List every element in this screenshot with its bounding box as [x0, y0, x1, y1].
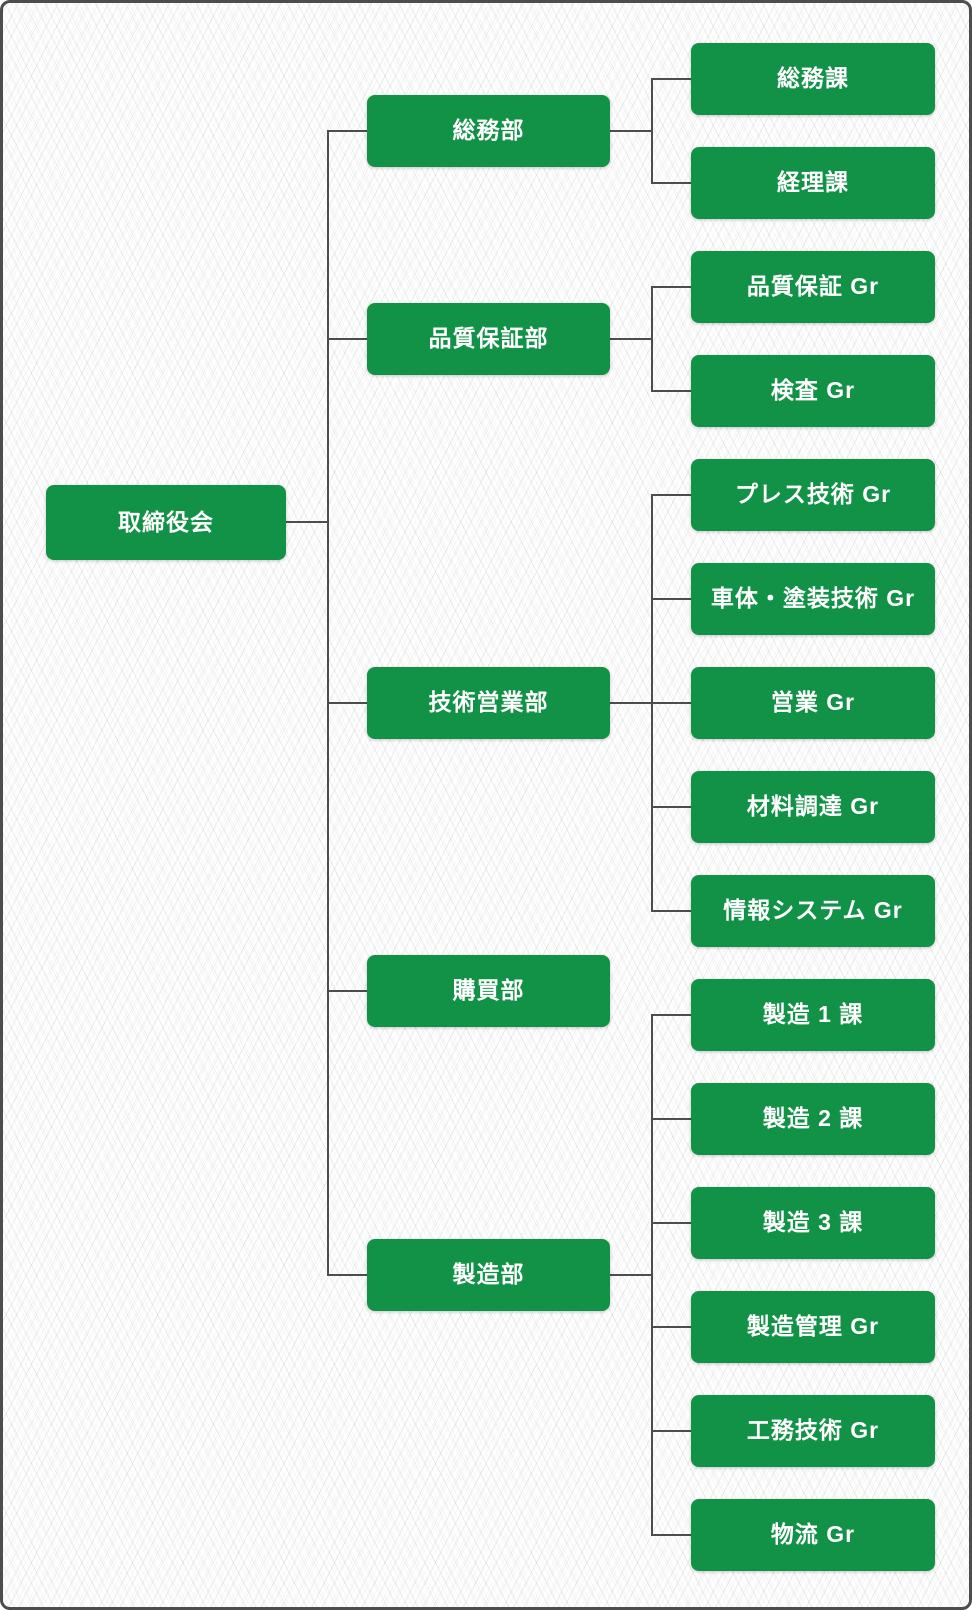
child-connector-line	[651, 286, 691, 288]
child-connector-line	[651, 1222, 691, 1224]
node-dept-manufacturing: 製造部	[367, 1239, 610, 1311]
child-connector-line	[651, 910, 691, 912]
node-dept-quality-assurance: 品質保証部	[367, 303, 610, 375]
child-connector-line	[651, 1118, 691, 1120]
group-connector-line	[609, 1274, 652, 1276]
child-connector-line	[651, 390, 691, 392]
node-sales-group: 営業 Gr	[691, 667, 935, 739]
group-connector-line	[609, 702, 652, 704]
root-connector-line	[285, 521, 328, 523]
node-general-affairs-section: 総務課	[691, 43, 935, 115]
node-manufacturing-section-2: 製造 2 課	[691, 1083, 935, 1155]
node-press-technology-group: プレス技術 Gr	[691, 459, 935, 531]
group-connector-line	[609, 130, 652, 132]
node-manufacturing-section-3: 製造 3 課	[691, 1187, 935, 1259]
node-quality-assurance-group: 品質保証 Gr	[691, 251, 935, 323]
dept-connector-line	[327, 1274, 368, 1276]
child-connector-line	[651, 598, 691, 600]
node-dept-general-affairs: 総務部	[367, 95, 610, 167]
node-dept-technical-sales: 技術営業部	[367, 667, 610, 739]
group-trunk-line	[651, 286, 653, 392]
node-manufacturing-section-1: 製造 1 課	[691, 979, 935, 1051]
node-body-paint-technology-group: 車体・塗装技術 Gr	[691, 563, 935, 635]
node-material-procurement-group: 材料調達 Gr	[691, 771, 935, 843]
child-connector-line	[651, 1014, 691, 1016]
node-board-of-directors: 取締役会	[46, 485, 286, 560]
node-accounting-section: 経理課	[691, 147, 935, 219]
dept-connector-line	[327, 130, 368, 132]
node-manufacturing-management-group: 製造管理 Gr	[691, 1291, 935, 1363]
node-inspection-group: 検査 Gr	[691, 355, 935, 427]
node-dept-purchasing: 購買部	[367, 955, 610, 1027]
node-engineering-technology-group: 工務技術 Gr	[691, 1395, 935, 1467]
dept-connector-line	[327, 990, 368, 992]
node-information-systems-group: 情報システム Gr	[691, 875, 935, 947]
node-logistics-group: 物流 Gr	[691, 1499, 935, 1571]
dept-connector-line	[327, 702, 368, 704]
group-trunk-line	[651, 1014, 653, 1536]
group-connector-line	[609, 338, 652, 340]
child-connector-line	[651, 182, 691, 184]
child-connector-line	[651, 1534, 691, 1536]
child-connector-line	[651, 1326, 691, 1328]
child-connector-line	[651, 702, 691, 704]
dept-connector-line	[327, 338, 368, 340]
group-trunk-line	[651, 78, 653, 184]
child-connector-line	[651, 494, 691, 496]
child-connector-line	[651, 1430, 691, 1432]
child-connector-line	[651, 78, 691, 80]
child-connector-line	[651, 806, 691, 808]
